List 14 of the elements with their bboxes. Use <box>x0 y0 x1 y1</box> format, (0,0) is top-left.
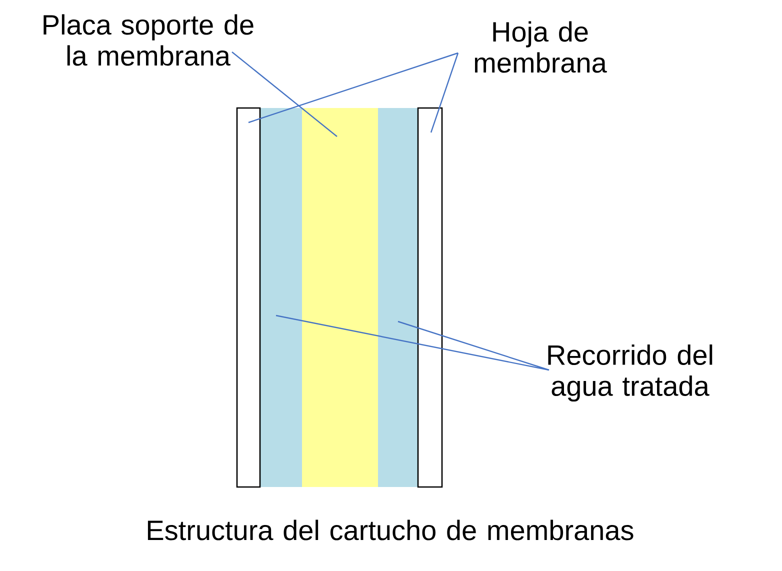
label-text: Recorrido del agua tratada <box>548 344 712 402</box>
leader-line <box>276 314 550 371</box>
leader-line <box>232 52 338 137</box>
membrane-sheet <box>417 107 443 488</box>
support-plate <box>302 108 378 487</box>
water-channel <box>378 108 418 487</box>
caption-text: Estructura del cartucho de membranas <box>148 520 634 540</box>
membrane-sheet <box>236 107 261 488</box>
leader-line <box>430 52 459 133</box>
leader-line <box>398 320 550 371</box>
water-channel <box>260 108 302 487</box>
label-text: Hoja de membrana <box>474 21 607 73</box>
leader-line <box>248 52 458 124</box>
label-text: Placa soporte de la membrana <box>44 14 254 66</box>
